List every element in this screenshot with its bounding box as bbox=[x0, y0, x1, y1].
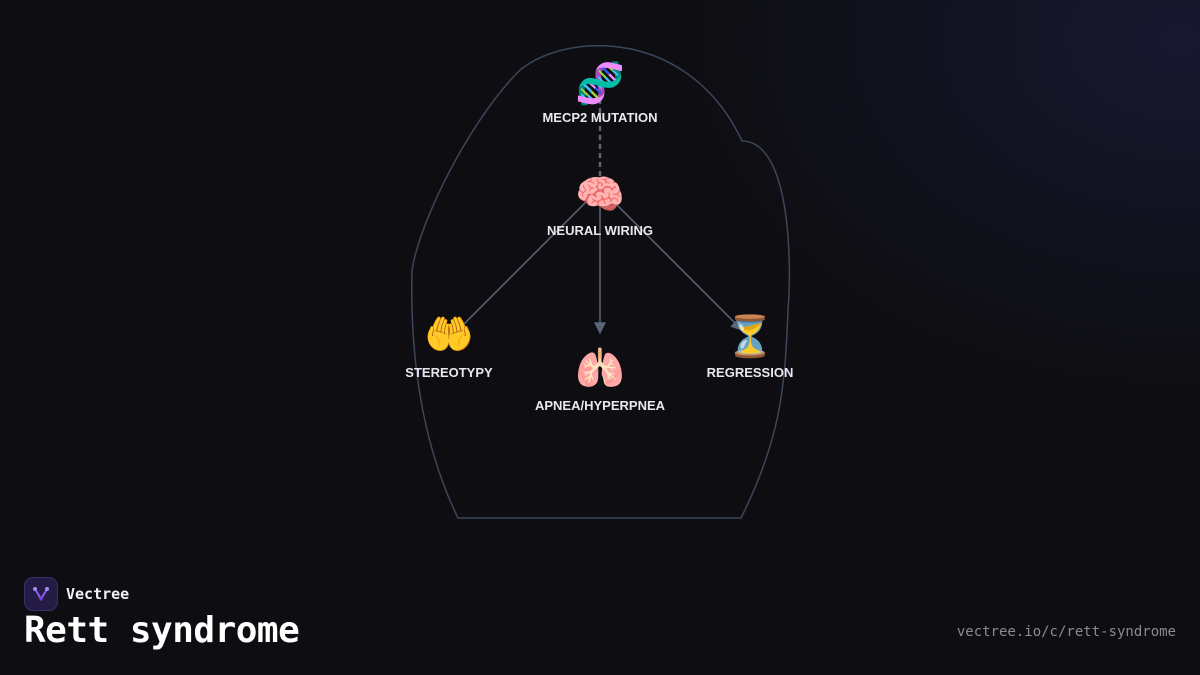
page-title: Rett syndrome bbox=[24, 610, 300, 651]
dna-icon: 🧬 bbox=[575, 59, 625, 107]
brain-icon: 🧠 bbox=[575, 172, 625, 218]
hourglass-icon: ⏳ bbox=[725, 313, 775, 360]
palms-up-hands-icon: 🤲 bbox=[424, 312, 474, 358]
node-label-stereotypy: STEREOTYPY bbox=[405, 365, 493, 380]
node-regression: ⏳ REGRESSION bbox=[707, 313, 794, 380]
head-silhouette-icon bbox=[411, 44, 791, 519]
node-apnea: 🫁 APNEA/HYPERPNEA bbox=[535, 346, 666, 413]
node-label-apnea: APNEA/HYPERPNEA bbox=[535, 398, 666, 413]
brand-name: Vectree bbox=[66, 585, 130, 603]
vectree-fork-icon bbox=[24, 577, 58, 611]
lungs-icon: 🫁 bbox=[575, 346, 625, 392]
edge-neural-to-regression bbox=[611, 199, 743, 331]
page-url[interactable]: vectree.io/c/rett-syndrome bbox=[956, 624, 1176, 640]
node-mecp2: 🧬 MECP2 MUTATION bbox=[542, 59, 657, 125]
brand[interactable]: Vectree bbox=[24, 577, 129, 611]
node-label-neural-wiring: NEURAL WIRING bbox=[547, 223, 653, 238]
node-stereotypy: 🤲 STEREOTYPY bbox=[405, 312, 493, 380]
node-neural-wiring: 🧠 NEURAL WIRING bbox=[547, 172, 653, 238]
node-label-mecp2: MECP2 MUTATION bbox=[542, 110, 657, 125]
node-label-regression: REGRESSION bbox=[707, 365, 794, 380]
edge-neural-to-stereotypy bbox=[461, 199, 589, 327]
